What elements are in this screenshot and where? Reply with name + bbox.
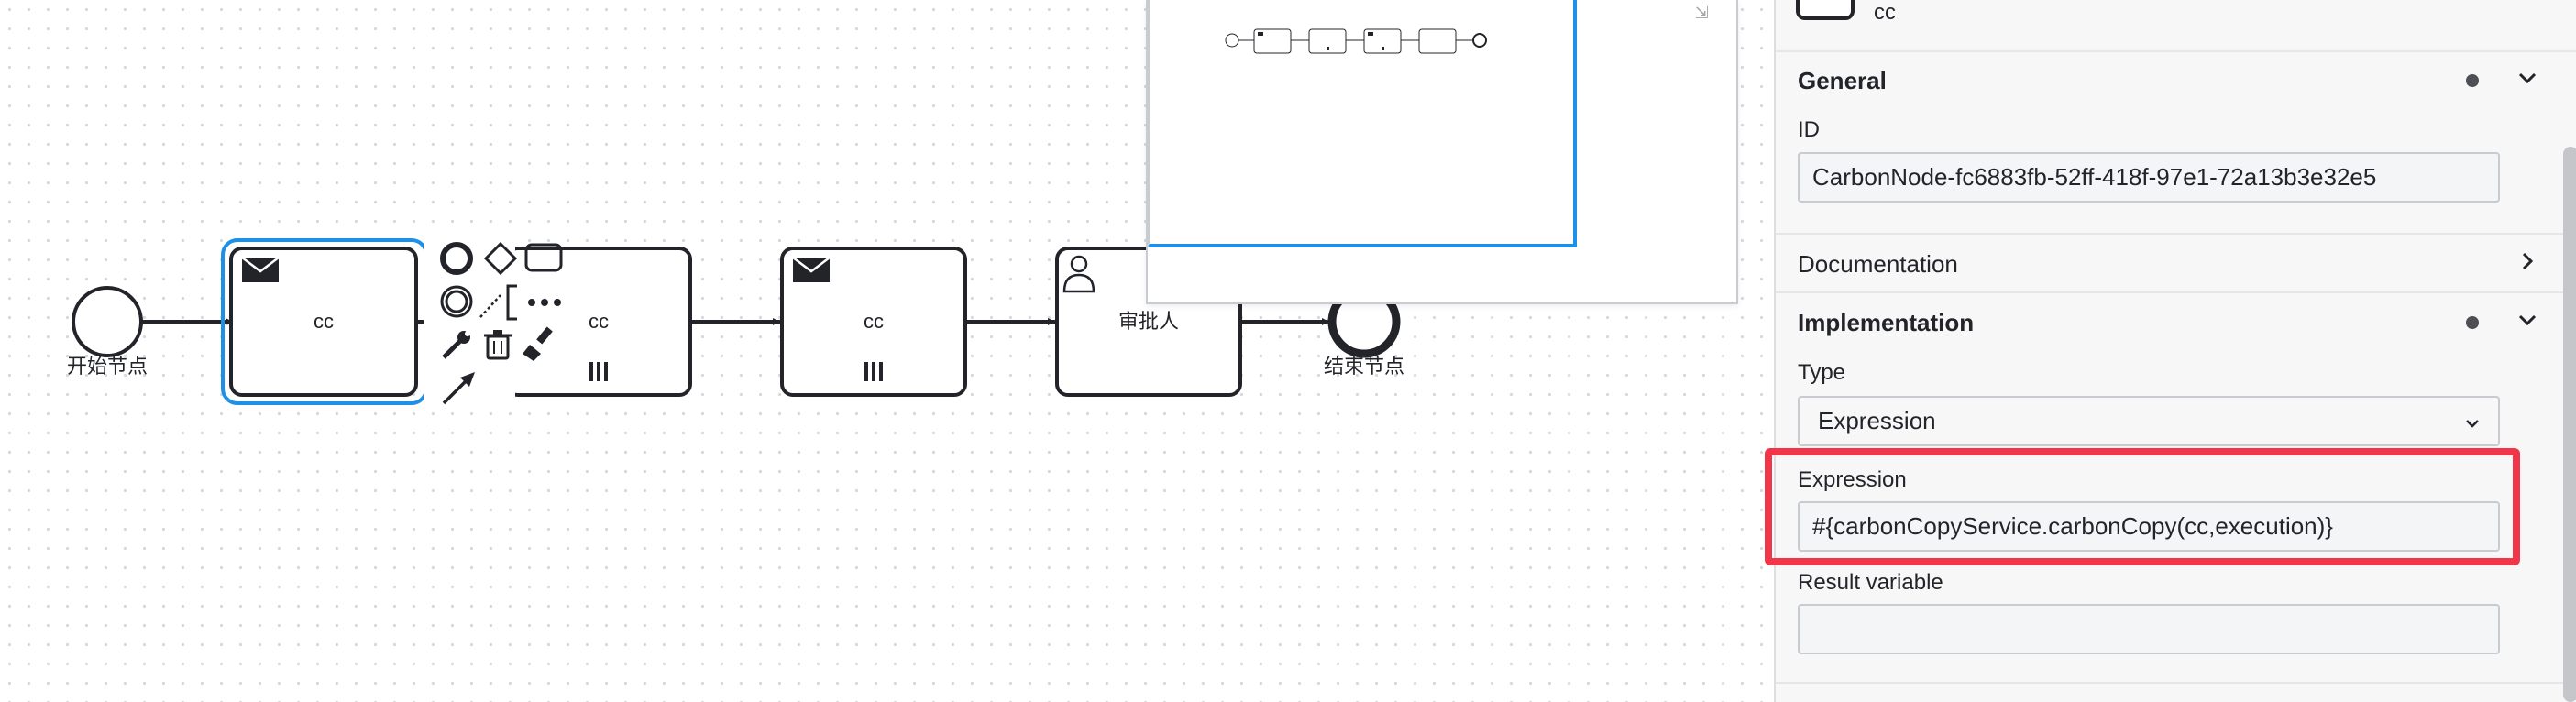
group-indicator-dot [2466,74,2479,87]
minimap[interactable]: ⇲ [1146,0,1738,304]
expression-label: Expression [1798,467,1907,492]
minimap-diagram [1225,28,1487,54]
task-label: cc [864,310,884,333]
task-cc-send-selected[interactable]: cc [221,238,428,405]
context-pad[interactable] [424,238,563,412]
chevron-right-icon[interactable] [2515,249,2539,273]
expression-input[interactable]: #{carbonCopyService.carbonCopy(cc,execut… [1798,501,2500,552]
multi-instance-marker-icon [864,362,883,381]
task-label: 审批人 [1118,310,1179,333]
id-label: ID [1798,117,1820,142]
highlight-annotation [1765,448,2520,565]
chevron-down-icon[interactable] [2515,308,2539,332]
color-brush-icon[interactable] [523,326,553,361]
minimap-viewport[interactable] [1148,0,1577,247]
envelope-icon [241,257,280,282]
user-icon [1062,255,1095,293]
type-label: Type [1798,360,1846,385]
panel-scrollbar[interactable] [2563,147,2576,702]
bpmn-diagram[interactable]: 开始节点 cc cc [0,0,1774,702]
group-header-general[interactable]: General [1776,53,2576,108]
task-cc-send-multi-instance[interactable]: cc [780,247,967,397]
panel-header: cc [1776,0,2576,52]
group-title: General [1798,66,1887,94]
append-end-event-icon[interactable] [440,242,473,275]
task-label: cc [314,310,334,333]
group-title: Documentation [1798,249,1958,278]
bpmn-canvas[interactable]: 开始节点 cc cc [0,0,1774,702]
result-variable-input[interactable] [1798,604,2500,654]
multi-instance-marker-icon [589,362,608,381]
start-event[interactable]: 开始节点 [67,286,148,378]
chevron-down-icon [2466,420,2479,428]
result-variable-label: Result variable [1798,570,1943,595]
group-header-documentation[interactable]: Documentation [1776,236,2576,291]
divider [1776,682,2576,684]
envelope-icon [792,257,831,282]
id-input[interactable]: CarbonNode-fc6883fb-52ff-418f-97e1-72a13… [1798,152,2500,203]
task-type-icon [1796,0,1855,20]
group-title: Implementation [1798,308,1975,336]
append-intermediate-event-icon[interactable] [440,285,473,318]
trash-icon[interactable] [484,330,512,360]
minimap-toggle-icon[interactable]: ⇲ [1694,4,1709,22]
group-indicator-dot [2466,316,2479,329]
wrench-icon[interactable] [442,331,470,359]
end-event-label: 结束节点 [1324,355,1404,378]
text-annotation-icon[interactable] [479,284,517,321]
chevron-down-icon[interactable] [2515,66,2539,90]
element-name: cc [1874,0,1896,25]
more-options-icon[interactable] [528,299,561,306]
append-gateway-icon[interactable] [483,241,518,276]
divider [1776,233,2576,235]
properties-panel[interactable]: cc General ID CarbonNode-fc6883fb-52ff-4… [1774,0,2576,702]
divider [1776,291,2576,293]
connect-arrow-icon[interactable] [442,372,475,405]
task-label: cc [589,310,609,333]
type-select-value: Expression [1818,407,1936,434]
type-select[interactable]: Expression [1798,396,2500,446]
append-task-icon[interactable] [524,243,563,272]
end-event[interactable]: 结束节点 [1324,285,1404,378]
group-header-implementation[interactable]: Implementation [1776,295,2576,350]
start-event-label: 开始节点 [67,355,148,378]
